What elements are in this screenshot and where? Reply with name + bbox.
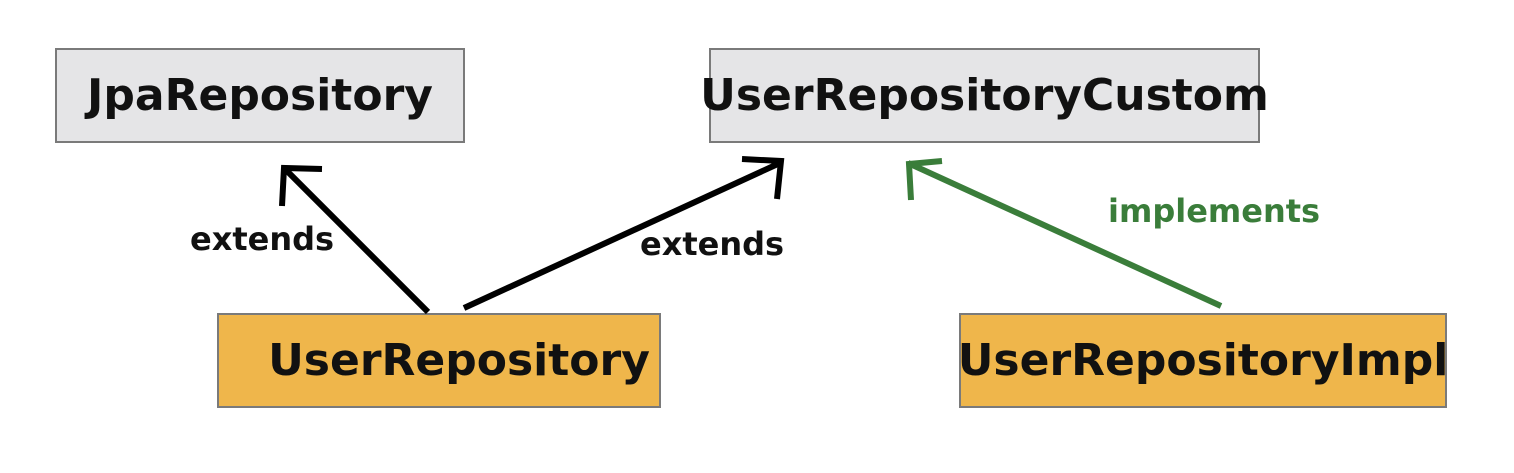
extends-arrow-custom-shaft [462,160,782,311]
jpa-repository-label: JpaRepository [87,70,433,121]
user-repository-impl-label: UserRepositoryImpl [957,335,1449,386]
extends-arrow-jpa-head [279,164,323,207]
implements-arrow-shaft [906,160,1223,309]
extends-arrow-jpa [279,164,431,315]
extends-arrow-custom [462,156,785,311]
user-repository-impl-node: UserRepositoryImpl [957,313,1449,408]
extends-label-custom: extends [640,225,785,263]
implements-arrow [905,158,1223,309]
jpa-repository-node: JpaRepository [55,48,465,143]
user-repository-custom-node: UserRepositoryCustom [700,48,1269,143]
user-repository-label: UserRepository [268,335,650,386]
user-repository-custom-label: UserRepositoryCustom [700,70,1269,121]
extends-label-jpa: extends [190,220,335,258]
user-repository-node: UserRepository [217,313,661,408]
extends-arrow-jpa-shaft [283,167,431,315]
extends-arrow-custom-head [741,156,785,200]
implements-arrow-head [905,158,943,201]
implements-label: implements [1108,192,1321,230]
